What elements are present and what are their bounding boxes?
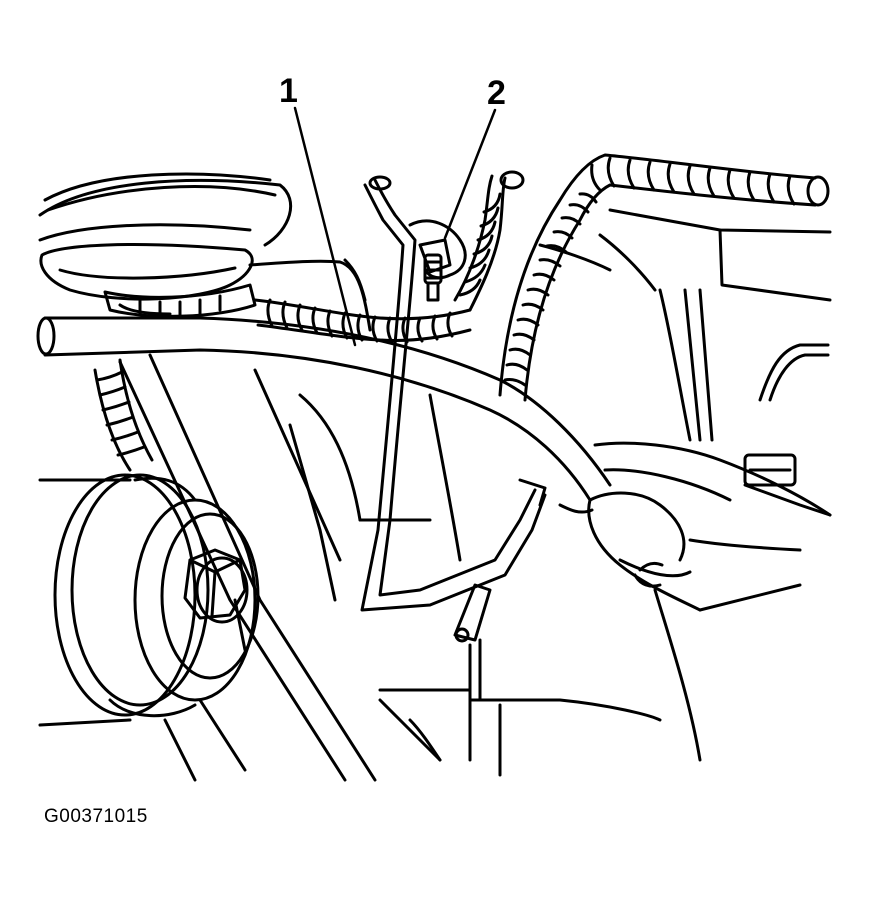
dipstick-bracket-bolt — [410, 221, 465, 300]
wire-harness-left — [95, 360, 152, 470]
hand — [560, 443, 830, 760]
upper-pulley — [40, 174, 291, 316]
lower-pulley — [55, 475, 258, 716]
clip — [455, 585, 660, 720]
drive-belt — [120, 355, 375, 780]
figure-id: G00371015 — [44, 806, 148, 827]
wire-harness-right — [500, 155, 828, 400]
leader-line-1 — [295, 108, 355, 345]
callout-leaders — [295, 108, 495, 345]
wire-harness-upper — [455, 172, 523, 310]
wire-harness-horizontal — [255, 300, 470, 342]
leader-line-2 — [445, 110, 495, 238]
dipstick-tube — [38, 318, 610, 500]
dipstick-rod — [362, 177, 545, 610]
callout-label-2: 2 — [487, 74, 506, 112]
callout-label-1: 1 — [279, 72, 298, 110]
engine-housing-right — [540, 210, 830, 515]
engine-block — [40, 260, 500, 775]
